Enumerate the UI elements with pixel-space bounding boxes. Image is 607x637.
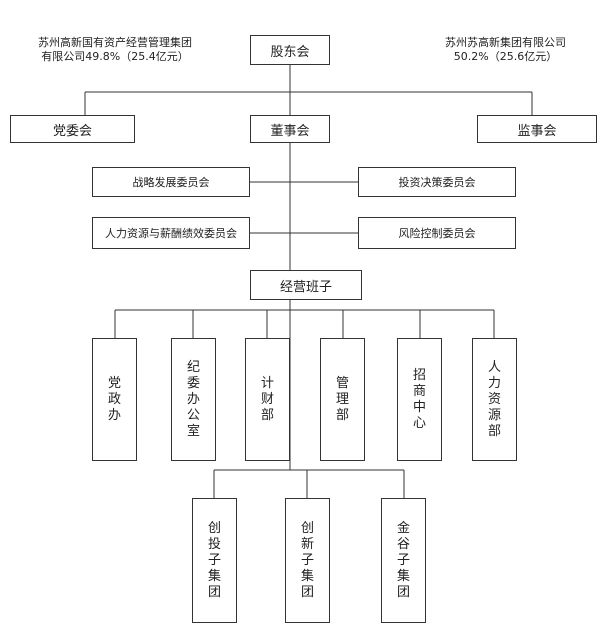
shareholders-meeting-box: 股东会 bbox=[250, 35, 330, 65]
subsidiary-group-box: 创新子集团 bbox=[285, 498, 330, 623]
supervisory-board-label: 监事会 bbox=[517, 123, 557, 139]
board-label: 董事会 bbox=[270, 123, 310, 139]
shareholders-meeting-label: 股东会 bbox=[270, 44, 310, 60]
department-box: 纪委办公室 bbox=[171, 338, 216, 461]
department-label: 纪委办公室 bbox=[187, 359, 201, 439]
department-label: 招商中心 bbox=[413, 367, 427, 431]
hr-compensation-committee-label: 人力资源与薪酬绩效委员会 bbox=[105, 227, 237, 240]
management-team-label: 经营班子 bbox=[279, 279, 332, 295]
supervisory-board-box: 监事会 bbox=[477, 115, 597, 143]
subsidiary-group-box: 创投子集团 bbox=[192, 498, 237, 623]
department-box: 党政办 bbox=[92, 338, 137, 461]
party-committee-box: 党委会 bbox=[10, 115, 135, 143]
department-label: 计财部 bbox=[261, 375, 275, 423]
subsidiary-group-label: 金谷子集团 bbox=[397, 520, 411, 600]
department-box: 计财部 bbox=[245, 338, 290, 461]
management-team-box: 经营班子 bbox=[250, 270, 362, 300]
investment-committee-box: 投资决策委员会 bbox=[358, 167, 516, 197]
shareholder-note-left: 苏州高新国有资产经营管理集团 有限公司49.8%（25.4亿元） bbox=[38, 36, 192, 63]
hr-compensation-committee-box: 人力资源与薪酬绩效委员会 bbox=[92, 217, 250, 249]
shareholder-note-right: 苏州苏高新集团有限公司 50.2%（25.6亿元） bbox=[445, 36, 566, 63]
strategy-committee-box: 战略发展委员会 bbox=[92, 167, 250, 197]
risk-control-committee-label: 风险控制委员会 bbox=[398, 227, 476, 240]
investment-committee-label: 投资决策委员会 bbox=[398, 176, 476, 189]
department-label: 管理部 bbox=[336, 375, 350, 423]
subsidiary-group-box: 金谷子集团 bbox=[381, 498, 426, 623]
department-box: 招商中心 bbox=[397, 338, 442, 461]
department-box: 管理部 bbox=[320, 338, 365, 461]
risk-control-committee-box: 风险控制委员会 bbox=[358, 217, 516, 249]
subsidiary-group-label: 创投子集团 bbox=[208, 520, 222, 600]
department-label: 人力资源部 bbox=[488, 359, 502, 439]
subsidiary-group-label: 创新子集团 bbox=[301, 520, 315, 600]
strategy-committee-label: 战略发展委员会 bbox=[132, 176, 210, 189]
department-label: 党政办 bbox=[108, 375, 122, 423]
party-committee-label: 党委会 bbox=[52, 123, 92, 139]
department-box: 人力资源部 bbox=[472, 338, 517, 461]
board-box: 董事会 bbox=[250, 115, 330, 143]
